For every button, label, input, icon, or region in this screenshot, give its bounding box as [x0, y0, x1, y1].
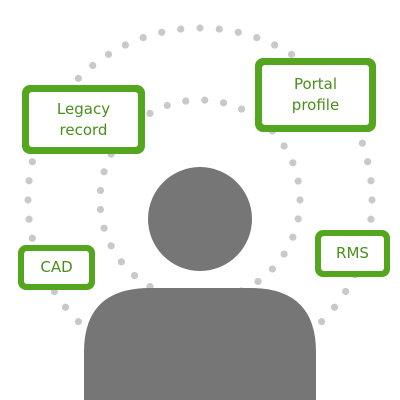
rms-card-body: RMS: [321, 236, 384, 271]
outer-ring-dot: [367, 177, 375, 185]
person-body: [84, 288, 316, 400]
outer-ring-dot: [25, 215, 33, 223]
outer-ring-dot: [74, 74, 82, 82]
inner-ring-dot: [130, 271, 139, 280]
outer-ring-dot: [318, 318, 326, 326]
inner-ring-dot: [117, 258, 125, 266]
outer-ring-dot: [28, 158, 36, 166]
outer-ring-dot: [215, 25, 223, 33]
inner-ring-dot: [237, 105, 246, 113]
legacy-record-label-line1: Legacy: [56, 99, 111, 118]
inner-ring-dot: [296, 196, 304, 204]
inner-ring-dot: [201, 96, 209, 104]
outer-ring-dot: [368, 196, 376, 204]
portal-profile-card-body: Portal profile: [262, 65, 369, 125]
cad-card: CAD: [18, 245, 95, 290]
outer-ring-dot: [364, 158, 372, 166]
inner-ring-dot: [280, 250, 288, 258]
rms-card: RMS: [315, 230, 390, 277]
cad-label: CAD: [40, 258, 73, 276]
inner-ring-dot: [294, 215, 302, 223]
outer-ring-dot: [28, 234, 36, 242]
outer-ring-dot: [196, 24, 204, 32]
outer-ring-dot: [367, 215, 375, 223]
inner-ring-dot: [107, 242, 115, 250]
portal-profile-label-line1: Portal: [293, 75, 338, 93]
legacy-record-card: Legacy record: [22, 85, 145, 154]
inner-ring-dot: [146, 109, 154, 117]
outer-ring-dot: [74, 318, 82, 326]
inner-ring-dot: [280, 142, 288, 150]
outer-ring-dot: [61, 303, 70, 311]
rms-label: RMS: [336, 244, 369, 262]
outer-ring-dot: [358, 139, 366, 147]
cad-card-body: CAD: [24, 251, 89, 284]
inner-ring-dot: [96, 205, 105, 214]
legacy-record-card-body: Legacy record: [29, 92, 138, 147]
outer-ring-dot: [253, 34, 261, 42]
outer-ring-dot: [104, 50, 113, 58]
inner-ring-dot: [219, 99, 228, 107]
outer-ring-dot: [89, 61, 97, 70]
inner-ring-dot: [100, 168, 108, 176]
inner-ring-dot: [100, 224, 108, 232]
inner-ring-dot: [254, 277, 262, 286]
inner-ring-dot: [163, 101, 171, 110]
inner-ring-dot: [182, 97, 190, 105]
outer-ring-dot: [158, 28, 166, 36]
inner-ring-dot: [96, 186, 105, 195]
outer-ring-dot: [177, 25, 185, 33]
portal-profile-card: Portal profile: [255, 58, 376, 132]
inner-ring-dot: [268, 265, 276, 273]
inner-ring-dot: [289, 159, 297, 167]
outer-ring-dot: [234, 28, 242, 36]
outer-ring-dot: [24, 196, 32, 204]
outer-ring-dot: [287, 50, 296, 58]
outer-ring-dot: [342, 287, 350, 296]
outer-ring-dot: [139, 34, 147, 42]
inner-ring-dot: [289, 233, 297, 241]
outer-ring-dot: [121, 41, 129, 49]
person-head: [148, 167, 252, 271]
person-silhouette-icon: [84, 167, 316, 400]
outer-ring-dot: [25, 177, 33, 185]
outer-ring-dot: [330, 303, 339, 311]
inner-ring-dot: [294, 177, 302, 185]
legacy-record-label-line2: record: [59, 120, 108, 139]
portal-profile-label-line2: profile: [291, 96, 340, 114]
outer-ring-dot: [271, 41, 279, 49]
